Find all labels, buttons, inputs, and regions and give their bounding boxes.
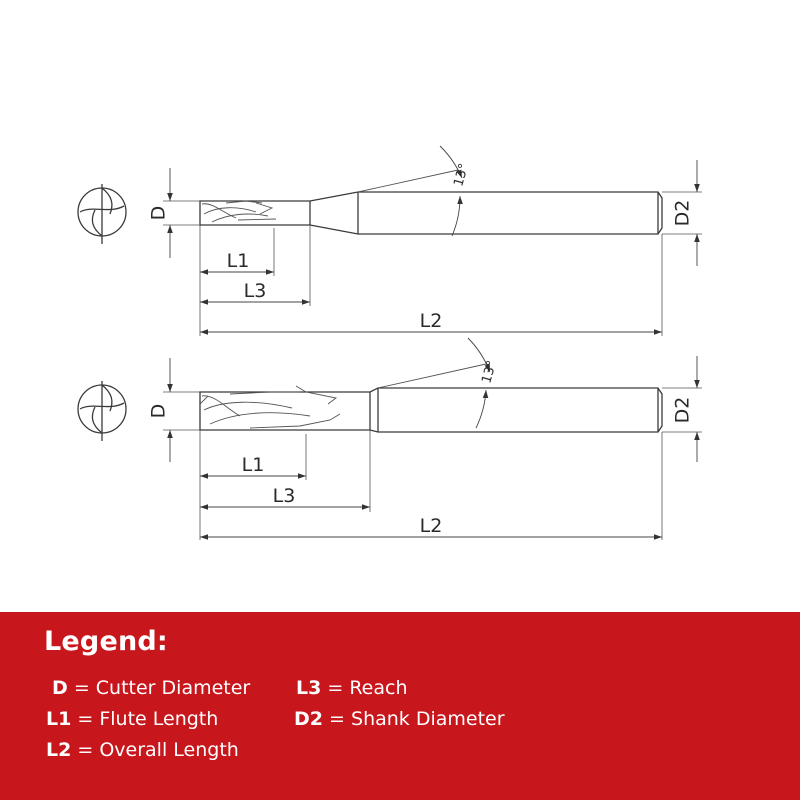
top-l3-label: L3 xyxy=(244,280,267,302)
bottom-tool-body xyxy=(199,385,663,433)
top-end-view xyxy=(77,184,127,244)
bottom-end-view xyxy=(77,381,127,441)
bottom-l3-dimension: L3 xyxy=(200,485,370,510)
legend-entry-overall-length: L2 = Overall Length xyxy=(46,739,239,761)
top-d-label: D xyxy=(148,206,170,221)
legend-text: = Reach xyxy=(327,677,408,699)
legend-key: D2 xyxy=(294,708,323,730)
bottom-d2-label: D2 xyxy=(672,397,694,424)
legend-text: = Shank Diameter xyxy=(329,708,505,730)
legend-text: = Overall Length xyxy=(77,739,239,761)
legend-entry-reach: L3 = Reach xyxy=(296,677,408,699)
legend-entry-cutter-diameter: D = Cutter Diameter xyxy=(52,677,250,699)
top-l2-label: L2 xyxy=(420,310,443,332)
bottom-d2-dimension: D2 xyxy=(662,356,702,462)
legend-key: D xyxy=(52,677,68,699)
legend-text: = Cutter Diameter xyxy=(73,677,251,699)
top-l1-label: L1 xyxy=(227,250,250,272)
bottom-l1-label: L1 xyxy=(242,454,265,476)
legend-key: L3 xyxy=(296,677,322,699)
top-l3-dimension: L3 xyxy=(200,280,310,305)
bottom-end-mill: D 13° D xyxy=(77,337,702,540)
top-l2-dimension: L2 xyxy=(200,310,662,335)
legend-title: Legend: xyxy=(44,626,168,657)
top-angle-annotation: 13° xyxy=(357,145,472,237)
bottom-l2-dimension: L2 xyxy=(200,515,662,540)
legend-key: L1 xyxy=(46,708,72,730)
bottom-angle-label: 13° xyxy=(479,359,500,385)
bottom-d-label: D xyxy=(148,404,170,419)
top-angle-label: 13° xyxy=(451,162,472,188)
legend-text: = Flute Length xyxy=(77,708,219,730)
legend-entry-flute-length: L1 = Flute Length xyxy=(46,708,218,730)
top-d2-label: D2 xyxy=(672,200,694,227)
bottom-angle-annotation: 13° xyxy=(377,337,500,429)
top-tool-body xyxy=(199,191,663,235)
bottom-d-dimension: D xyxy=(148,358,200,462)
bottom-l3-label: L3 xyxy=(273,485,296,507)
top-d-dimension: D xyxy=(148,168,200,258)
top-l1-dimension: L1 xyxy=(200,250,274,275)
bottom-l1-dimension: L1 xyxy=(200,454,306,479)
end-mill-dimension-drawing: D 13° D2 xyxy=(77,145,702,540)
legend-panel: Legend: D = Cutter Diameter L1 = Flute L… xyxy=(0,612,800,800)
bottom-l2-label: L2 xyxy=(420,515,443,537)
top-d2-dimension: D2 xyxy=(662,160,702,266)
top-end-mill: D 13° D2 xyxy=(77,145,702,336)
legend-key: L2 xyxy=(46,739,72,761)
legend-entry-shank-diameter: D2 = Shank Diameter xyxy=(294,708,505,730)
